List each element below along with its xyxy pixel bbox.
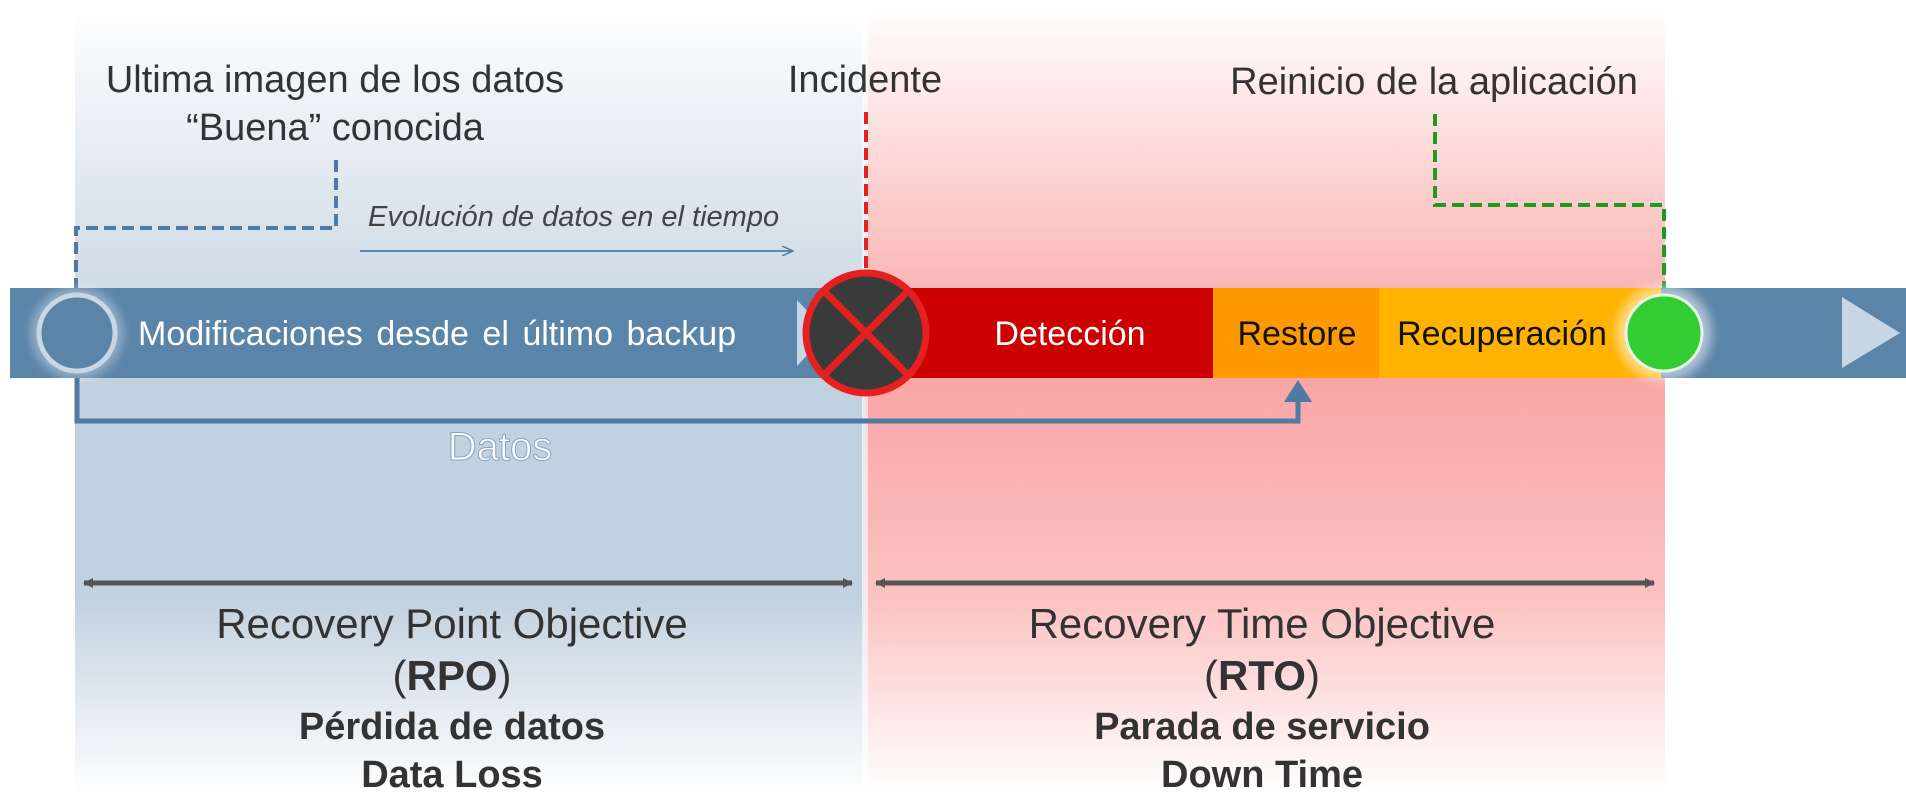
last-good-image-label-2: “Buena” conocida — [186, 107, 485, 149]
rpo-dashed-connector — [74, 160, 338, 300]
restart-dashed-connector — [1433, 114, 1666, 300]
rto-title: Recovery Time Objective — [1029, 600, 1496, 647]
app-restart-label: Reinicio de la aplicación — [1230, 61, 1638, 103]
zone-divider — [862, 5, 868, 795]
changes-since-backup-label: Modificaciones desde el último backup — [138, 315, 736, 353]
last-good-image-label: Ultima imagen de los datos — [106, 59, 564, 101]
recovery-segment — [1379, 288, 1661, 378]
rto-subtitle-es: Parada de servicio — [1094, 706, 1430, 748]
restore-segment — [1213, 288, 1379, 378]
rpo-subtitle-es: Pérdida de datos — [299, 706, 605, 748]
timeline-end-play-arrow-icon — [1842, 297, 1900, 368]
backup-point-circle-icon — [36, 292, 118, 374]
restart-green-dot-icon — [1624, 293, 1704, 373]
restore-label: Restore — [1237, 315, 1356, 353]
incident-label: Incidente — [788, 59, 942, 101]
rpo-subtitle-en: Data Loss — [361, 754, 543, 795]
rpo-acronym-line: (RPO) — [392, 652, 511, 699]
incident-x-circle-icon — [802, 269, 930, 397]
data-restore-path — [74, 378, 1301, 424]
detection-label: Detección — [994, 315, 1145, 353]
detection-segment — [900, 288, 1213, 378]
data-restore-arrowhead — [1284, 380, 1312, 402]
rto-zone — [865, 5, 1665, 795]
data-label: Datos — [448, 425, 553, 469]
rto-subtitle-en: Down Time — [1161, 754, 1363, 795]
rpo-title: Recovery Point Objective — [216, 600, 688, 647]
rpo-zone — [75, 5, 865, 795]
data-evolution-label: Evolución de datos en el tiempo — [368, 201, 779, 233]
recovery-label: Recuperación — [1397, 315, 1607, 353]
rto-acronym-line: (RTO) — [1204, 652, 1320, 699]
